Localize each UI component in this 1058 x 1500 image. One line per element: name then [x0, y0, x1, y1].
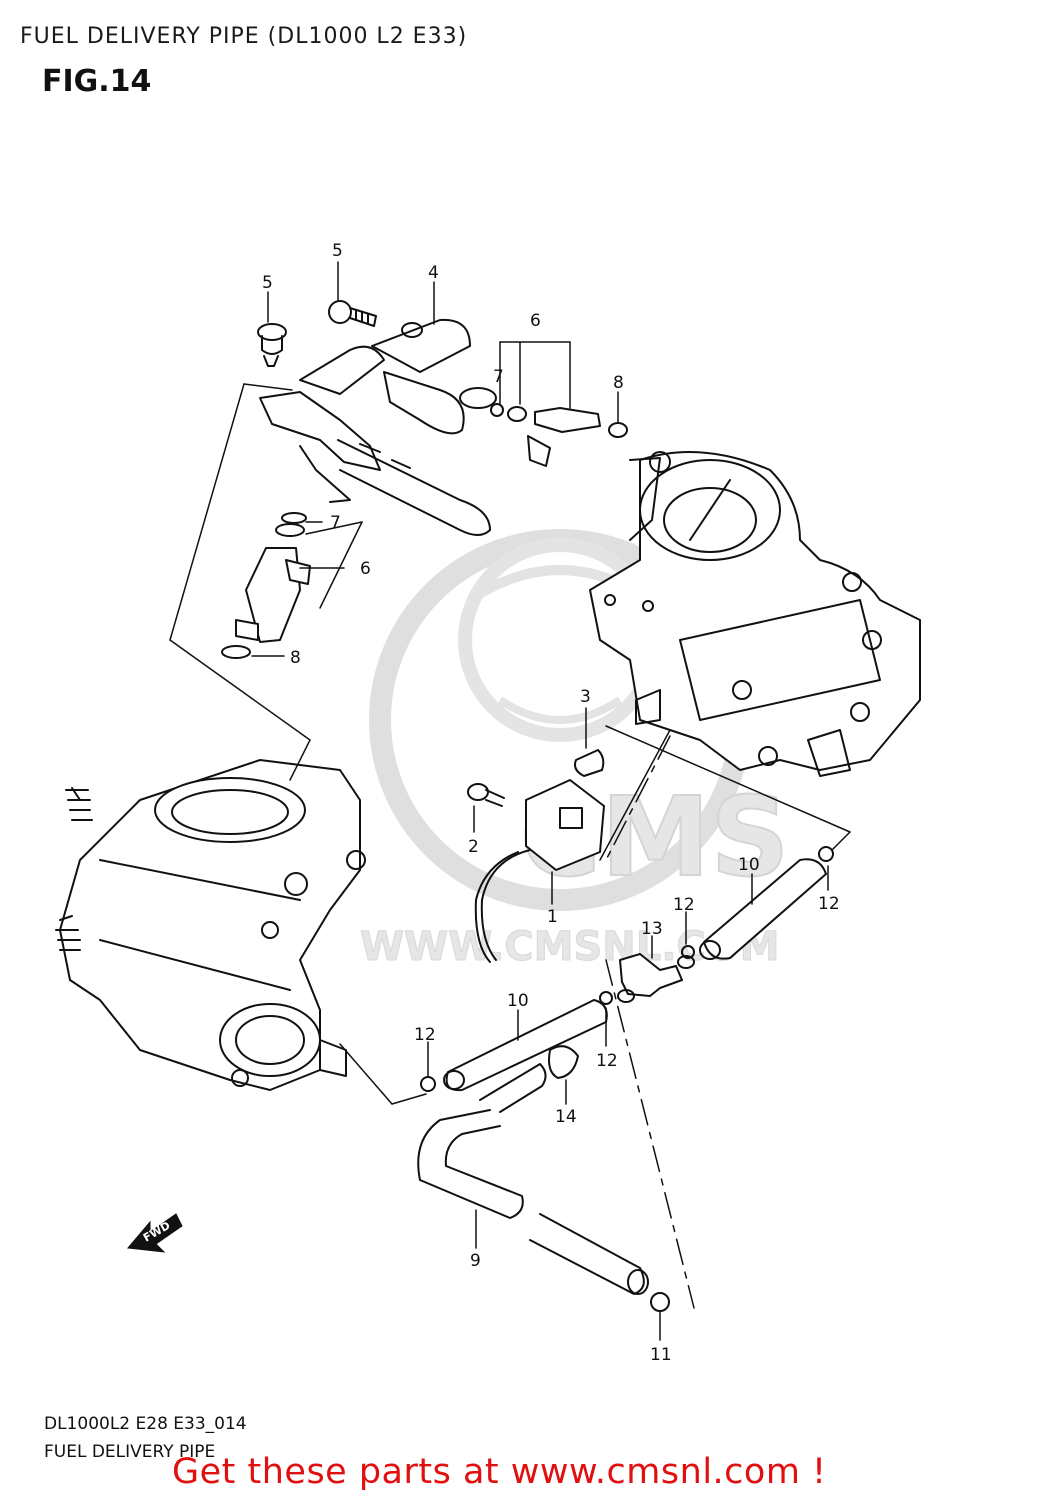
- joint-13: [617, 953, 695, 1003]
- hose-10-upper: [699, 858, 827, 960]
- leader-lines: [169, 261, 851, 1341]
- hose-10-lower: [443, 999, 608, 1113]
- callout-7-upper: 7: [493, 367, 504, 387]
- diagram-name: FUEL DELIVERY PIPE: [44, 1442, 216, 1462]
- callout-5-left: 5: [262, 273, 273, 293]
- promo-link[interactable]: Get these parts at www.cmsnl.com !: [172, 1452, 827, 1492]
- callout-10-upper: 10: [738, 855, 760, 875]
- cap-3: [574, 749, 605, 777]
- page-title: FUEL DELIVERY PIPE (DL1000 L2 E33): [20, 24, 468, 49]
- callouts: 1 2 3 4 5 5 6 6 7 7 8 8 9 10 10 11 12 12…: [262, 241, 840, 1365]
- clamp-12-mid: [681, 945, 695, 959]
- callout-4: 4: [428, 263, 439, 283]
- hose-9: [417, 1109, 649, 1295]
- fuel-delivery-pipe: [259, 318, 497, 536]
- callout-8-upper: 8: [613, 373, 624, 393]
- clamp-11: [650, 1292, 670, 1312]
- callout-12-top-right: 12: [818, 894, 840, 914]
- callout-6-left: 6: [360, 559, 371, 579]
- callout-12-lower-mid: 12: [596, 1051, 618, 1071]
- clamp-12-lower-mid: [599, 991, 613, 1005]
- callout-12-mid: 12: [673, 895, 695, 915]
- callout-2: 2: [468, 837, 479, 857]
- bolt-5-right: [328, 300, 377, 327]
- clamp-12-top-right: [818, 846, 834, 862]
- injector-upper: [490, 403, 628, 467]
- injector-left: [221, 512, 311, 659]
- throttle-body-left: [55, 759, 366, 1091]
- callout-9: 9: [470, 1251, 481, 1271]
- callout-10-lower: 10: [507, 991, 529, 1011]
- diagram-code: DL1000L2 E28 E33_014: [44, 1414, 247, 1434]
- bolt-5-left: [257, 323, 287, 367]
- callout-5-right: 5: [332, 241, 343, 261]
- callout-3: 3: [580, 687, 591, 707]
- clamp-12-left: [420, 1076, 436, 1092]
- callout-14: 14: [555, 1107, 577, 1127]
- callout-7-left: 7: [330, 513, 341, 533]
- clamp-14: [548, 1045, 579, 1079]
- callout-12-left: 12: [414, 1025, 436, 1045]
- callout-6-upper: 6: [530, 311, 541, 331]
- callout-11: 11: [650, 1345, 672, 1365]
- screw-2: [467, 783, 505, 807]
- callout-1: 1: [547, 907, 558, 927]
- callout-13: 13: [641, 919, 663, 939]
- throttle-body-right: [589, 451, 921, 777]
- figure-label: FIG.14: [42, 64, 152, 99]
- watermark-url: WWW.CMSNL.COM: [360, 924, 780, 970]
- callout-8-left: 8: [290, 648, 301, 668]
- fwd-arrow: FWD: [127, 1213, 183, 1253]
- sensor-1: [474, 779, 605, 963]
